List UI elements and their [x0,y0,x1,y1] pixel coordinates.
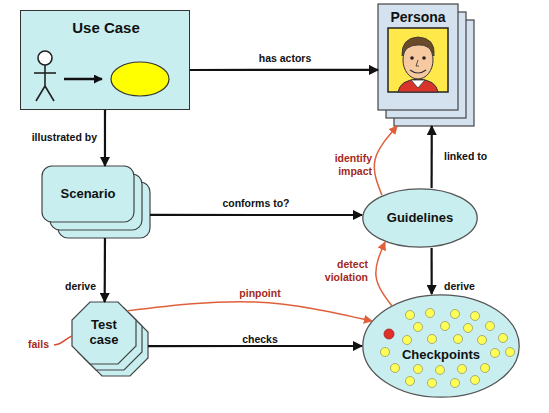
violation-dot [384,329,394,339]
persona-portrait [388,28,448,92]
guidelines-ellipse: Guidelines [362,188,478,248]
note-label: fails [28,338,68,351]
stack-layer [72,302,136,364]
edge-label: conforms to? [206,197,306,210]
persona-pages: Persona [378,4,474,126]
node-text-block: Guidelines [362,211,478,226]
edge-label: illustrated by [17,131,97,144]
ellipse-outline [363,295,519,397]
node-title: Use Case [21,19,191,36]
edge-label: derive [20,280,96,293]
flow-arrow [104,110,106,166]
use-case-box: Use Case [20,10,190,110]
node-title: Persona [378,9,458,25]
edge-label: has actors [235,52,335,65]
use-case-ellipse [111,62,169,96]
node-title: Checkpoints [362,348,520,363]
node-text-block: Persona [378,9,458,25]
flow-arrow [431,248,433,294]
stick-figure [34,51,56,101]
checkpoint-dots [381,309,515,388]
stack-layer [378,4,458,110]
node-title: Test case [81,318,127,348]
fails-leader-line [54,336,72,345]
flow-arrow [190,69,378,71]
node-title: Guidelines [362,211,478,226]
edge-label: derive [444,280,504,293]
node-text-block: Use Case [21,19,191,36]
node-outline [42,166,150,238]
flow-arrow [431,126,433,188]
flow-arrow [104,238,106,302]
edge-label: pinpoint [225,287,295,300]
edge-label: detect violation [314,258,368,283]
stack-layer [42,166,134,222]
red-arrow [127,302,372,321]
flow-arrow [148,345,362,347]
red-arrow [374,126,397,195]
node-text-block: Test case [81,318,127,348]
scenario-stack: Scenario [42,166,150,238]
node-text-block: Scenario [42,187,134,202]
use-case-arrow [64,78,102,81]
edge-label: linked to [444,150,504,163]
red-arrow [376,242,392,306]
node-outline [362,294,520,398]
test-case-octagon: Test case [72,302,148,376]
edge-label: checks [205,333,315,346]
edge-label: identify impact [318,152,372,177]
ellipse-outline [363,189,477,247]
checkpoints-ellipse: Checkpoints [362,294,520,398]
node-title: Scenario [42,187,134,202]
flow-arrow [150,214,362,216]
node-text-block: Checkpoints [362,348,520,363]
